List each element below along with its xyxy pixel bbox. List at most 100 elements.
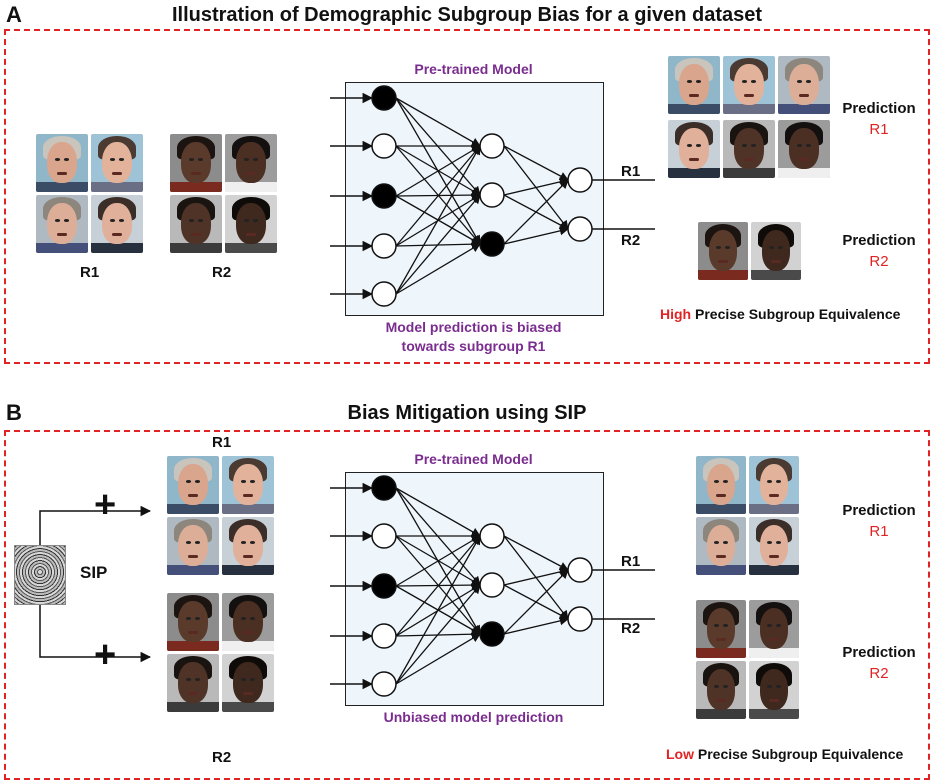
panel-b-model-caption: Unbiased model prediction <box>383 709 564 725</box>
net-a-edge-l1-4-l2-1 <box>395 145 481 247</box>
net-b-edge-l1-5-l2-3 <box>395 633 481 685</box>
panel-b-prediction-r2: Prediction R2 <box>834 644 924 682</box>
net-a-node-l3-2 <box>567 216 593 242</box>
net-b-edge-l1-5-l2-1 <box>395 535 481 685</box>
net-a-node-l1-2 <box>371 133 397 159</box>
face-thumb-a-pred1-bottom-2 <box>723 120 775 178</box>
net-b-node-l1-4 <box>371 623 397 649</box>
plus-sign-bottom: + <box>94 634 117 676</box>
panel-a-prediction-r2: Prediction R2 <box>834 232 924 270</box>
face-thumb-b-pred1-4 <box>749 517 799 575</box>
panel-b-prediction-r1-title: Prediction <box>842 502 916 519</box>
panel-a-output-r1-label: R1 <box>621 163 641 180</box>
net-b-edge-l2-3-l3-1 <box>503 569 569 635</box>
net-b-edge-l1-5-l2-2 <box>395 584 481 685</box>
panel-a-group-r2-label: R2 <box>212 264 232 281</box>
face-thumb-a-pred1-top-2 <box>723 56 775 114</box>
sip-branch-top <box>39 505 152 545</box>
face-thumb-b-r2-1 <box>167 593 219 651</box>
net-a-edge-l2-3-l3-2 <box>503 226 569 245</box>
net-b-node-l1-1 <box>371 475 397 501</box>
panel-a-equivalence-note: High Precise Subgroup Equivalence <box>660 306 900 322</box>
panel-a-model-caption-1: Model prediction is biased <box>385 319 562 335</box>
panel-a-equivalence-level: High <box>660 306 692 322</box>
face-thumb-a-r2-3 <box>170 195 222 253</box>
face-thumb-b-r1-4 <box>222 517 274 575</box>
net-a-edge-l2-2-l3-1 <box>503 177 569 196</box>
face-thumb-b-pred2-1 <box>696 600 746 658</box>
sip-noise-pattern <box>14 545 66 605</box>
net-a-node-l2-3 <box>479 231 505 257</box>
panel-b-model-title: Pre-trained Model <box>414 451 533 467</box>
face-thumb-a-r1-1 <box>36 134 88 192</box>
panel-b-prediction-r2-title: Prediction <box>842 644 916 661</box>
panel-b-equivalence-text: Precise Subgroup Equivalence <box>697 746 904 762</box>
net-b-node-l1-3 <box>371 573 397 599</box>
face-thumb-a-pred1-bottom-3 <box>778 120 830 178</box>
face-thumb-b-r2-3 <box>167 654 219 712</box>
face-thumb-b-r2-2 <box>222 593 274 651</box>
face-thumb-a-r1-2 <box>91 134 143 192</box>
net-a-edge-l1-1-l2-1 <box>395 97 481 147</box>
panel-b-group-r1-label: R1 <box>212 434 232 451</box>
net-a-node-l1-4 <box>371 233 397 259</box>
face-thumb-b-r1-2 <box>222 456 274 514</box>
panel-b-prediction-r2-class: R2 <box>869 665 889 682</box>
net-a-node-l1-1 <box>371 85 397 111</box>
panel-b-output-r2-label: R2 <box>621 620 641 637</box>
face-thumb-b-pred2-3 <box>696 661 746 719</box>
face-thumb-b-pred1-1 <box>696 456 746 514</box>
net-a-node-l3-1 <box>567 167 593 193</box>
panel-a-model-caption-2: towards subgroup R1 <box>401 338 546 354</box>
net-a-node-l1-3 <box>371 183 397 209</box>
net-b-node-l3-1 <box>567 557 593 583</box>
face-thumb-b-r1-3 <box>167 517 219 575</box>
face-thumb-a-pred1-bottom-1 <box>668 120 720 178</box>
panel-b-prediction-r1: Prediction R1 <box>834 502 924 540</box>
panel-b-prediction-r1-class: R1 <box>869 523 889 540</box>
plus-sign-top: + <box>94 484 117 526</box>
face-thumb-a-pred1-top-1 <box>668 56 720 114</box>
panel-b-equivalence-note: Low Precise Subgroup Equivalence <box>666 746 903 762</box>
net-b-edge-l2-2-l3-1 <box>503 567 569 586</box>
panel-b-letter: B <box>6 400 22 425</box>
net-b-edge-l1-3-l2-1 <box>395 535 481 587</box>
face-thumb-a-pred2-2 <box>751 222 801 280</box>
face-thumb-a-r1-4 <box>91 195 143 253</box>
face-thumb-a-pred2-1 <box>698 222 748 280</box>
net-b-edge-l2-3-l3-2 <box>503 616 569 635</box>
net-b-node-l3-2 <box>567 606 593 632</box>
panel-b-title: Bias Mitigation using SIP <box>347 402 587 424</box>
face-thumb-b-pred2-2 <box>749 600 799 658</box>
face-thumb-a-pred1-top-3 <box>778 56 830 114</box>
face-thumb-b-r1-1 <box>167 456 219 514</box>
net-b-node-l1-2 <box>371 523 397 549</box>
face-thumb-a-r1-3 <box>36 195 88 253</box>
panel-a-prediction-r1: Prediction R1 <box>834 100 924 138</box>
panel-a-letter: A <box>6 2 22 27</box>
panel-b-group-r2-label: R2 <box>212 749 232 766</box>
net-b-node-l2-1 <box>479 523 505 549</box>
face-thumb-a-r2-2 <box>225 134 277 192</box>
face-thumb-a-r2-1 <box>170 134 222 192</box>
sip-branch-bottom <box>39 603 152 663</box>
net-b-node-l2-3 <box>479 621 505 647</box>
net-a-edge-l1-5-l2-2 <box>395 194 481 295</box>
net-a-edge-l1-3-l2-1 <box>395 145 481 197</box>
panel-a-prediction-r1-class: R1 <box>869 121 889 138</box>
net-a-edge-l2-1-l3-1 <box>503 145 569 181</box>
net-b-edge-l1-4-l2-1 <box>395 535 481 637</box>
face-thumb-b-pred2-4 <box>749 661 799 719</box>
panel-a-prediction-r2-class: R2 <box>869 253 889 270</box>
net-a-edge-l1-5-l2-1 <box>395 145 481 295</box>
net-b-node-l2-2 <box>479 572 505 598</box>
panel-a-group-r1-label: R1 <box>80 264 100 281</box>
face-thumb-a-r2-4 <box>225 195 277 253</box>
net-a-node-l1-5 <box>371 281 397 307</box>
net-a-node-l2-2 <box>479 182 505 208</box>
panel-a-prediction-r1-title: Prediction <box>842 100 916 117</box>
net-b-edge-l2-1-l3-1 <box>503 535 569 571</box>
